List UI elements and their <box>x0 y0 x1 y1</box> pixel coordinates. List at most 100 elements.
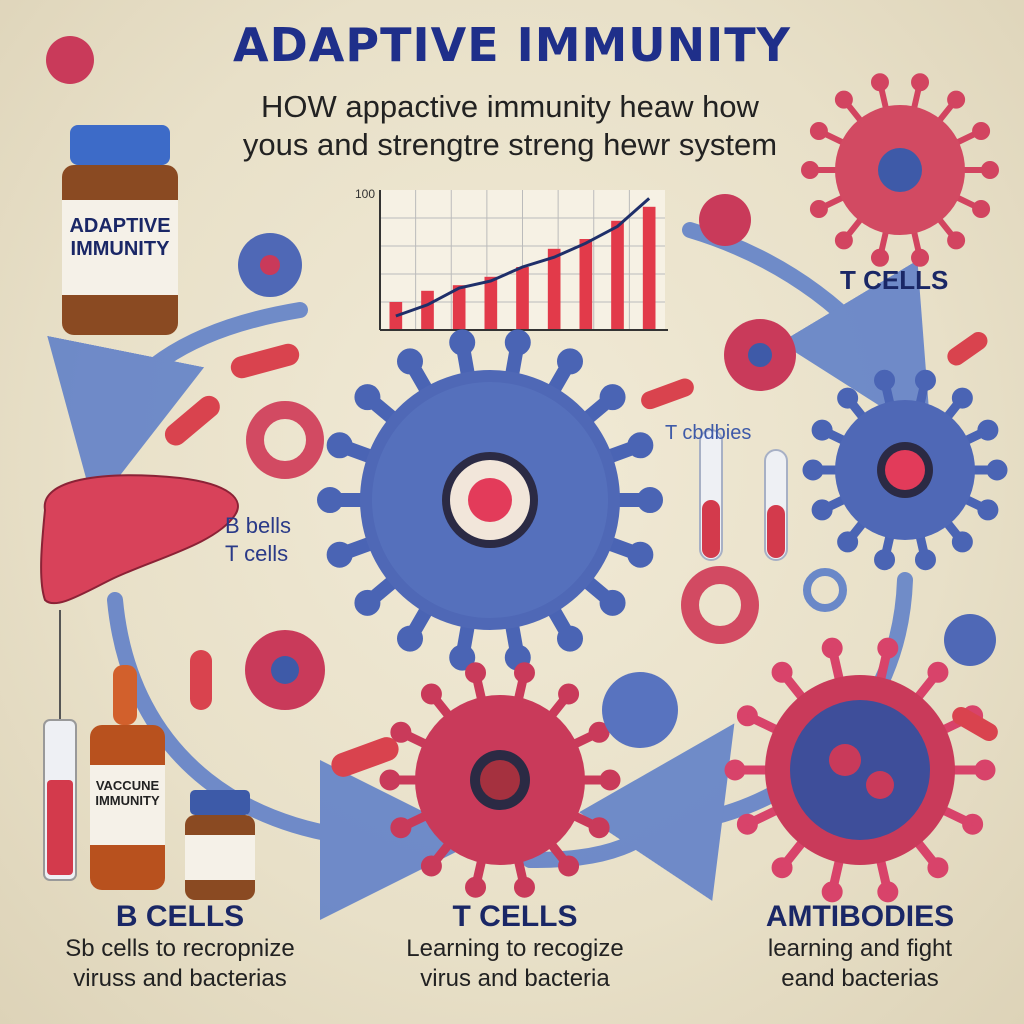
small-red-virus-top-mid <box>699 194 751 246</box>
virus-spike-tip <box>736 813 758 835</box>
virus-spike-tip <box>465 662 487 684</box>
b-t-cells-label: B bells T cells <box>225 513 292 566</box>
virus-spike-tip <box>397 625 423 652</box>
virus-spike-tip <box>986 459 1008 481</box>
chart-bar <box>579 239 593 330</box>
chart-bar <box>389 302 403 330</box>
virus-spike-tip <box>724 759 746 781</box>
vaccine-label: VACCUNE IMMUNITY <box>95 778 160 808</box>
virus-spike-tip <box>599 589 626 616</box>
virus-spike-tip <box>870 248 889 267</box>
virus-spike-tip <box>449 644 476 671</box>
virus-spike-tip <box>972 121 991 140</box>
virus-spike-tip <box>465 876 487 898</box>
red-virus-bottom-right <box>724 637 996 903</box>
virus-spike-tip <box>627 541 654 568</box>
chart-bar <box>642 206 656 330</box>
chart-bar <box>516 267 529 330</box>
jar-label: ADAPTIVE IMMUNITY <box>69 215 171 260</box>
chart-bar <box>484 276 498 330</box>
virus-spike-tip <box>326 541 353 568</box>
chart-bar <box>547 248 561 330</box>
virus-spike-tip <box>599 384 626 411</box>
virus-spike-tip <box>558 855 580 877</box>
virus-spike-tip <box>947 231 966 250</box>
t-cells-label-top-right: T CELLS <box>840 265 949 295</box>
small-blue-virus-bottom <box>602 672 678 748</box>
vaccine-bottle <box>90 665 165 890</box>
arrow-bottom-mid <box>522 723 735 901</box>
virus-spike-tip <box>390 817 412 839</box>
virus-spike-tip <box>637 487 663 513</box>
virus-spike-tip <box>977 419 999 441</box>
test-tubes <box>699 429 788 561</box>
virus-spike-tip <box>974 759 996 781</box>
virus-spike-tip <box>914 549 936 571</box>
virus-spike-tip <box>354 589 381 616</box>
virus-spike-tip <box>588 817 610 839</box>
virus-spike-tip <box>981 161 999 179</box>
virus-spike-tip <box>977 499 999 521</box>
virus-spike-tip <box>811 499 833 521</box>
virus-spike-tip <box>599 769 621 791</box>
small-red-virus-left-bottom <box>245 630 325 710</box>
virus-spike-tip <box>771 661 793 683</box>
caption-t-cells: T CELLS Learning to recogize virus and b… <box>406 900 624 992</box>
virus-spike-tip <box>326 432 353 459</box>
virus-spike-tip <box>914 369 936 391</box>
virus-spike-tip <box>837 531 859 553</box>
chart-ytick-top: 100 <box>355 187 375 201</box>
virus-spike-tip <box>588 721 610 743</box>
small-red-virus-mid-right <box>724 319 796 391</box>
virus-spike-tip <box>449 329 476 356</box>
chart-bars <box>389 206 656 330</box>
caption-antibodies: AMTIBODIES learning and fight eand bacte… <box>765 900 955 992</box>
subtitle-line-1: HOW appactive immunity heaw how <box>261 89 759 124</box>
small-bottle <box>185 790 255 900</box>
virus-spike-tip <box>821 637 843 659</box>
growth-chart: 100 <box>355 187 668 331</box>
virus-spike-tip <box>390 721 412 743</box>
virus-spike-tip <box>951 531 973 553</box>
chart-bar <box>611 220 624 330</box>
virus-spike-tip <box>771 857 793 879</box>
virus-spike-tip <box>877 881 899 903</box>
virus-spike-tip <box>513 876 535 898</box>
chart-trend-line <box>395 197 651 318</box>
virus-spike-tip <box>911 248 930 267</box>
red-virus-bottom-center <box>379 662 621 898</box>
small-red-virus-top-left <box>46 36 94 84</box>
virus-spike-tip <box>972 200 991 219</box>
arrow-bottom <box>107 592 480 920</box>
virus-spike-tip <box>874 369 896 391</box>
virus-spike-tip <box>821 881 843 903</box>
chart-bar <box>452 285 466 330</box>
virus-spike-tip <box>513 662 535 684</box>
virus-spike-tip <box>809 121 828 140</box>
virus-spike-tip <box>557 625 583 652</box>
virus-spike-tip <box>379 769 401 791</box>
virus-spike-tip <box>962 813 984 835</box>
small-blue-virus-left <box>238 233 302 297</box>
virus-spike-tip <box>837 387 859 409</box>
virus-spike-tip <box>801 161 819 179</box>
virus-spike-tip <box>627 432 654 459</box>
virus-spike-tip <box>951 387 973 409</box>
small-blue-virus-far-right <box>944 614 996 666</box>
capsules <box>164 331 998 777</box>
subtitle-line-2: yous and strengtre streng hewr system <box>242 127 778 162</box>
virus-spike-tip <box>802 459 824 481</box>
virus-spike-tip <box>927 857 949 879</box>
t-cbdbies-label: T cbdbies <box>665 422 752 444</box>
virus-spike-tip <box>870 73 889 92</box>
virus-spike-tip <box>834 90 853 109</box>
virus-spike-tip <box>736 705 758 727</box>
virus-spike-tip <box>420 683 442 705</box>
virus-spike-tip <box>354 384 381 411</box>
virus-spike-tip <box>420 855 442 877</box>
medicine-jar <box>62 125 178 335</box>
virus-spike-tip <box>557 348 583 375</box>
arrow-left <box>47 302 308 509</box>
virus-spike-tip <box>877 637 899 659</box>
virus-spike-tip <box>874 549 896 571</box>
